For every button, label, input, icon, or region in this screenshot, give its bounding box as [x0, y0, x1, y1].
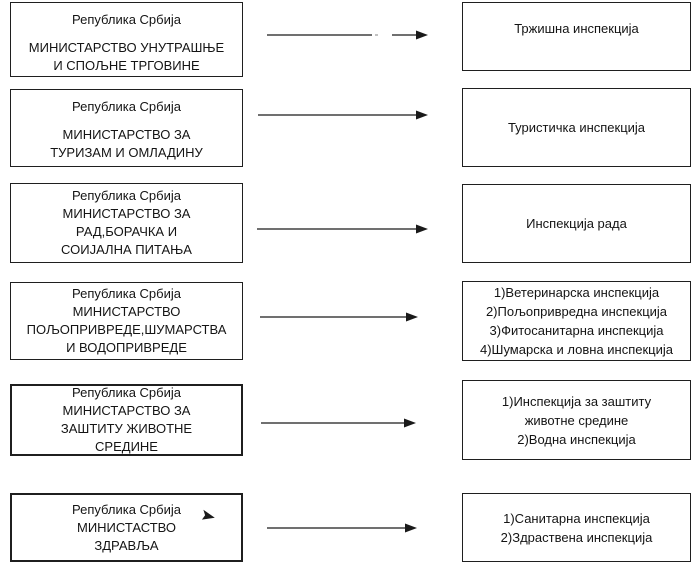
text-line: ТУРИЗАМ И ОМЛАДИНУ	[50, 145, 203, 160]
text-line: МИНИСТАРСТВО ЗА	[62, 127, 191, 142]
text-line: И ВОДОПРИВРЕДЕ	[66, 340, 187, 355]
ministry-box-labor: Република Србија МИНИСТАРСТВО ЗА РАД,БОРА…	[10, 183, 243, 263]
text-line: животне средине	[524, 412, 629, 428]
ministry-title: Република Србија	[72, 385, 181, 400]
flow-arrow	[261, 418, 416, 428]
ministry-box-agriculture: Република Србија МИНИСТАРСТВО ПОЉОПРИВРЕД…	[10, 282, 243, 360]
text-line: СРЕДИНЕ	[95, 439, 158, 454]
inspections-list: 1)Санитарна инспекција 2)Здраствена инспе…	[463, 509, 690, 547]
flow-arrow	[258, 110, 428, 120]
text-line: Инспекција рада	[526, 216, 627, 231]
text-line: МИНИСТАСТВО	[76, 519, 176, 535]
inspections-list: Туристичка инспекција	[463, 118, 690, 137]
ministry-box-health: Република Србија МИНИСТАСТВО ЗДРАВЉА	[10, 493, 243, 562]
text-line: МИНИСТАРСТВО ЗА	[62, 206, 191, 221]
ministry-name: МИНИСТАРСТВО ЗА ТУРИЗАМ И ОМЛАДИНУ	[11, 126, 242, 162]
text-line: МИНИСТАРСТВО	[72, 304, 181, 319]
small-arrowhead-icon	[201, 509, 215, 520]
inspections-list: 1)Инспекција за заштиту животне средине 2)…	[463, 392, 690, 449]
inspections-list: Инспекција рада	[463, 214, 690, 233]
text-line: 2)Пољопривредна инспекција	[485, 304, 668, 319]
text-line: 1)Инспекција за заштиту	[501, 393, 652, 409]
ministry-title: Република Србија	[72, 188, 181, 203]
text-line: МИНИСТАРСТВО ЗА	[62, 403, 191, 418]
ministry-name: МИНИСТАРСТВО УНУТРАШЊЕ И СПОЉНЕ ТРГОВИНЕ	[11, 39, 242, 75]
text-line: 4)Шумарска и ловна инспекција	[479, 342, 674, 357]
inspection-box-environment: 1)Инспекција за заштиту животне средине 2)…	[462, 380, 691, 460]
flow-arrow	[260, 312, 418, 322]
inspections-list: Тржишна инспекција	[463, 19, 690, 38]
text-line: Тржишна инспекција	[514, 21, 639, 36]
ministry-box-trade: Република Србија МИНИСТАРСТВО УНУТРАШЊЕ И…	[10, 2, 243, 77]
text-line: 2)Водна инспекција	[517, 431, 636, 447]
inspection-box-market: Тржишна инспекција	[462, 2, 691, 71]
text-line: МИНИСТАРСТВО УНУТРАШЊЕ	[28, 40, 225, 55]
text-line: ЗАШТИТУ ЖИВОТНЕ	[60, 421, 193, 436]
inspection-box-health: 1)Санитарна инспекција 2)Здраствена инспе…	[462, 493, 691, 562]
text-line: И СПОЉНЕ ТРГОВИНЕ	[53, 58, 200, 73]
text-line: СОИЈАЛНА ПИТАЊА	[61, 242, 192, 257]
text-line: Туристичка инспекција	[507, 120, 646, 135]
inspection-box-agriculture: 1)Ветеринарска инспекција 2)Пољопривредна…	[462, 281, 691, 361]
text-line: 2)Здраствена инспекција	[500, 529, 653, 545]
ministry-title: Република Србија	[72, 12, 181, 27]
text-line: 1)Санитарна инспекција	[503, 510, 650, 526]
text-line: 3)Фитосанитарна инспекција	[489, 323, 664, 338]
ministry-title: Република Србија	[72, 99, 181, 114]
inspections-list: 1)Ветеринарска инспекција 2)Пољопривредна…	[463, 283, 690, 359]
ministry-name: МИНИСТАРСТВО ЗА РАД,БОРАЧКА И СОИЈАЛНА ПИТ…	[11, 205, 242, 259]
text-line: 1)Ветеринарска инспекција	[493, 285, 660, 300]
text-line: РАД,БОРАЧКА И	[75, 224, 178, 239]
flow-arrow	[257, 224, 428, 234]
flow-arrow-broken	[267, 30, 428, 40]
ministry-title: Република Србија	[72, 501, 181, 517]
ministry-box-environment: Република Србија МИНИСТАРСТВО ЗА ЗАШТИТУ …	[10, 384, 243, 456]
inspection-box-labor: Инспекција рада	[462, 184, 691, 263]
ministry-title: Република Србија	[72, 286, 181, 301]
ministry-name: МИНИСТАСТВО ЗДРАВЉА	[12, 519, 241, 555]
flow-arrow	[267, 523, 417, 533]
inspection-box-tourist: Туристичка инспекција	[462, 88, 691, 167]
ministry-name: МИНИСТАРСТВО ЗА ЗАШТИТУ ЖИВОТНЕ СРЕДИНЕ	[12, 402, 241, 456]
text-line: ПОЉОПРИВРЕДЕ,ШУМАРСТВА	[26, 322, 227, 337]
ministry-name: МИНИСТАРСТВО ПОЉОПРИВРЕДЕ,ШУМАРСТВА И ВОДО…	[11, 303, 242, 357]
ministry-box-tourism: Република Србија МИНИСТАРСТВО ЗА ТУРИЗАМ …	[10, 89, 243, 167]
text-line: ЗДРАВЉА	[94, 537, 159, 553]
